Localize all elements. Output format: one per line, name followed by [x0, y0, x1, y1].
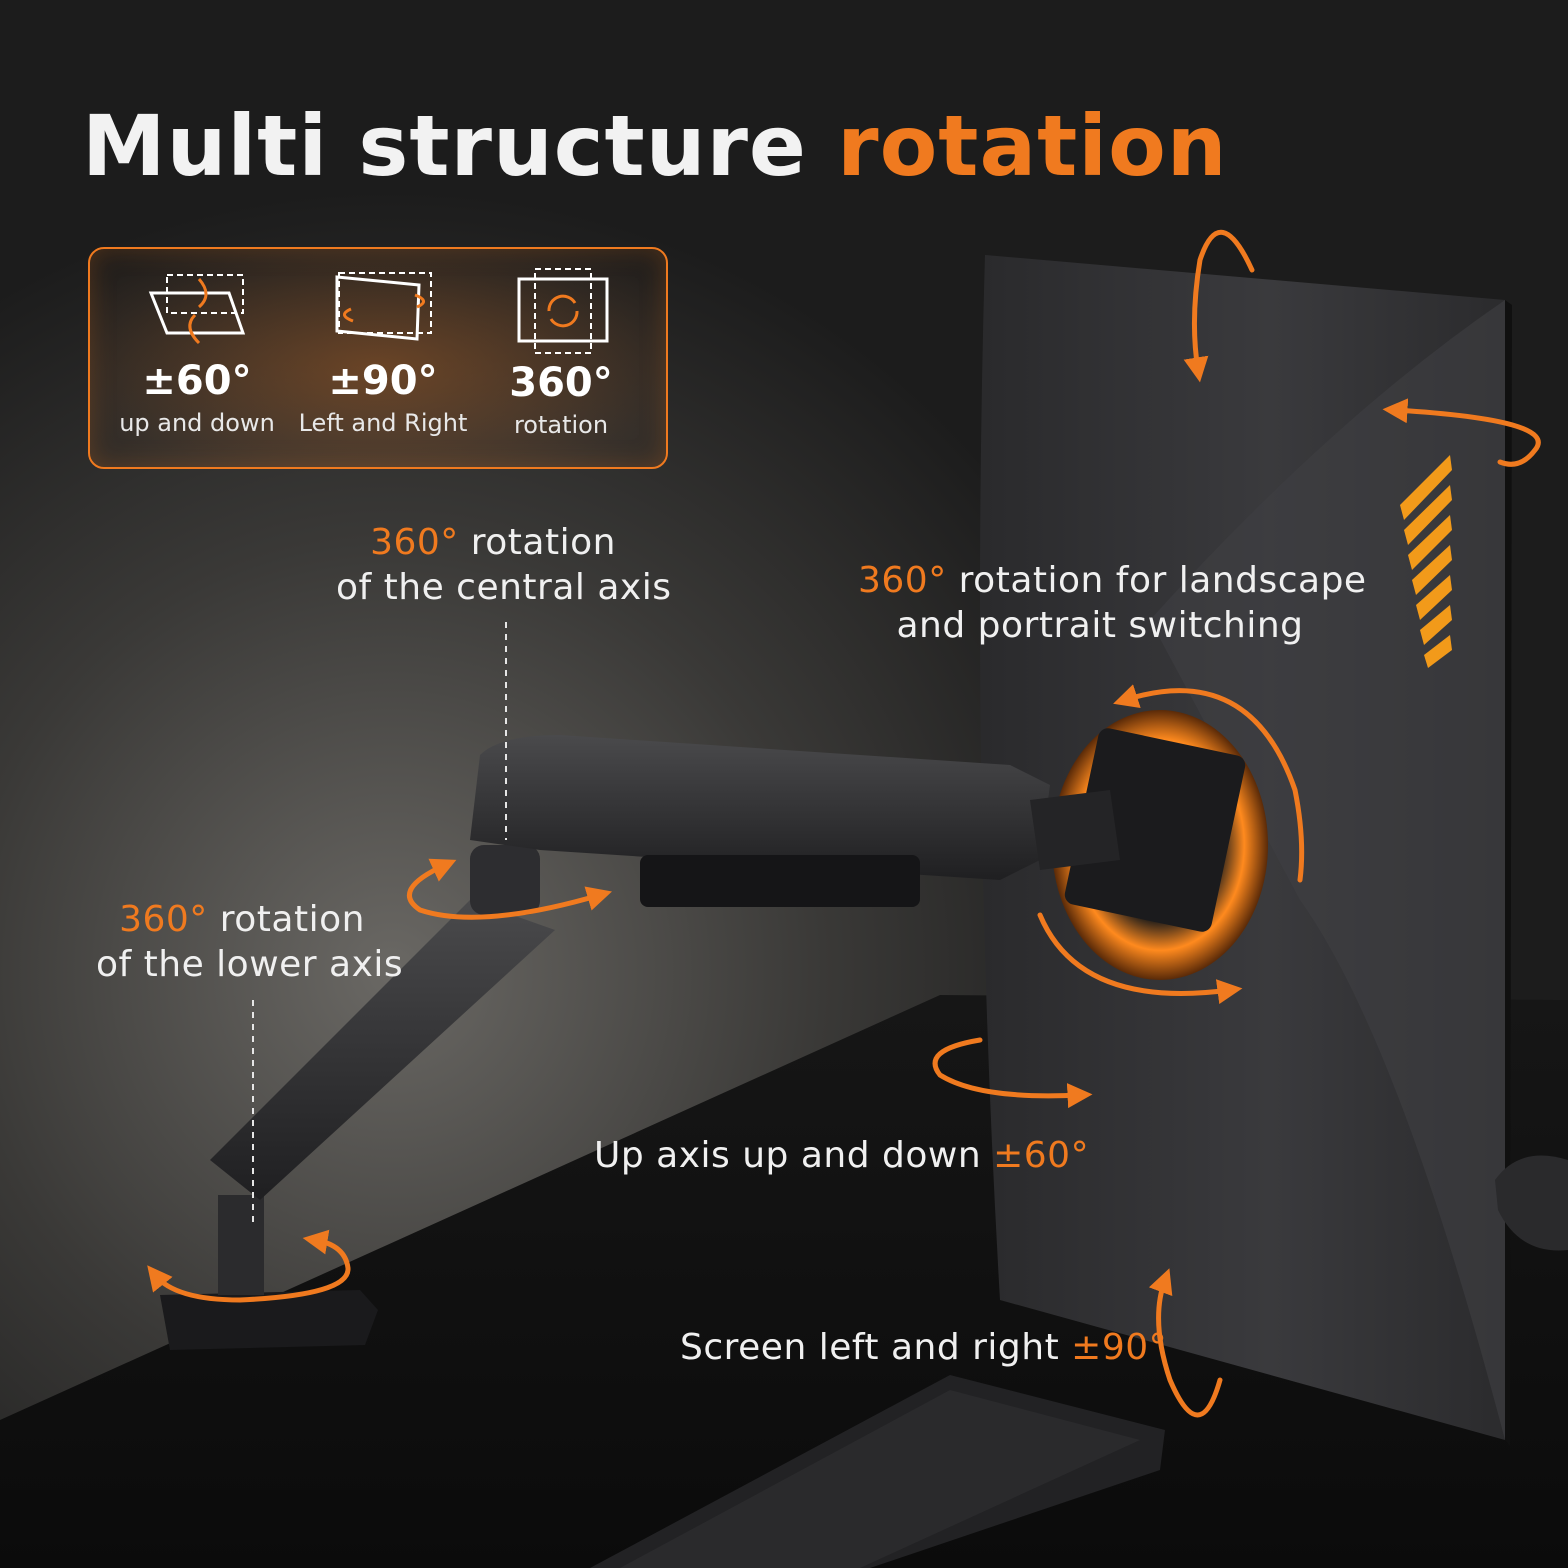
- spec-tilt-value: ±60°: [142, 358, 252, 404]
- spec-rotation-value: 360°: [509, 360, 613, 406]
- central-axis-callout: 360° rotation of the central axis: [336, 520, 672, 610]
- central-axis-highlight: 360°: [370, 522, 459, 563]
- spec-panel: ±60° up and down ±90° Left and Right 360…: [88, 247, 668, 469]
- screen-swivel-arrow: [1148, 1268, 1223, 1418]
- lower-axis-arrow: [147, 1229, 351, 1303]
- lower-axis-callout: 360° rotation of the lower axis: [96, 897, 404, 987]
- central-axis-arrow: [407, 858, 613, 920]
- monitor-arm: [160, 735, 1120, 1350]
- page-title: Multi structure rotation: [82, 100, 1228, 192]
- up-axis-arrow: [932, 1037, 1093, 1109]
- central-axis-line2: of the central axis: [336, 567, 672, 608]
- lower-axis-line1: rotation: [219, 899, 365, 940]
- landscape-line1: rotation for landscape: [958, 560, 1367, 601]
- title-highlight: rotation: [837, 97, 1228, 195]
- spec-rotation: 360° rotation: [466, 267, 656, 437]
- landscape-callout: 360° rotation for landscape and portrait…: [858, 558, 1366, 648]
- spec-swivel: ±90° Left and Right: [288, 267, 478, 435]
- central-axis-line1: rotation: [470, 522, 616, 563]
- mouse: [1495, 1155, 1568, 1251]
- spec-swivel-value: ±90°: [328, 358, 438, 404]
- lower-axis-line2: of the lower axis: [96, 944, 404, 985]
- screen-text: Screen left and right: [680, 1327, 1060, 1368]
- screen-highlight: ±90°: [1071, 1327, 1168, 1368]
- right-swivel-arrow: [1382, 398, 1541, 467]
- up-axis-highlight: ±60°: [993, 1135, 1090, 1176]
- ring-rotation-arrow-bottom: [1037, 912, 1243, 1005]
- tilt-up-down-icon: [148, 274, 246, 345]
- top-tilt-arrow: [1183, 229, 1255, 383]
- vent-lights: [1400, 455, 1452, 668]
- title-main: Multi structure: [82, 97, 807, 195]
- spec-tilt-caption: up and down: [119, 409, 275, 437]
- spec-rotation-caption: rotation: [513, 411, 609, 439]
- spec-swivel-caption: Left and Right: [298, 409, 468, 437]
- rotation-360-icon: [517, 268, 609, 354]
- monitor: [980, 255, 1512, 1446]
- ring-rotation-arrow-top: [1113, 684, 1305, 883]
- screen-callout: Screen left and right ±90°: [680, 1325, 1167, 1370]
- swivel-left-right-icon: [335, 272, 432, 341]
- landscape-line2: and portrait switching: [896, 605, 1304, 646]
- up-axis-text: Up axis up and down: [594, 1135, 982, 1176]
- lower-axis-highlight: 360°: [119, 899, 208, 940]
- up-axis-callout: Up axis up and down ±60°: [594, 1133, 1089, 1178]
- landscape-highlight: 360°: [858, 560, 947, 601]
- spec-tilt: ±60° up and down: [102, 267, 292, 435]
